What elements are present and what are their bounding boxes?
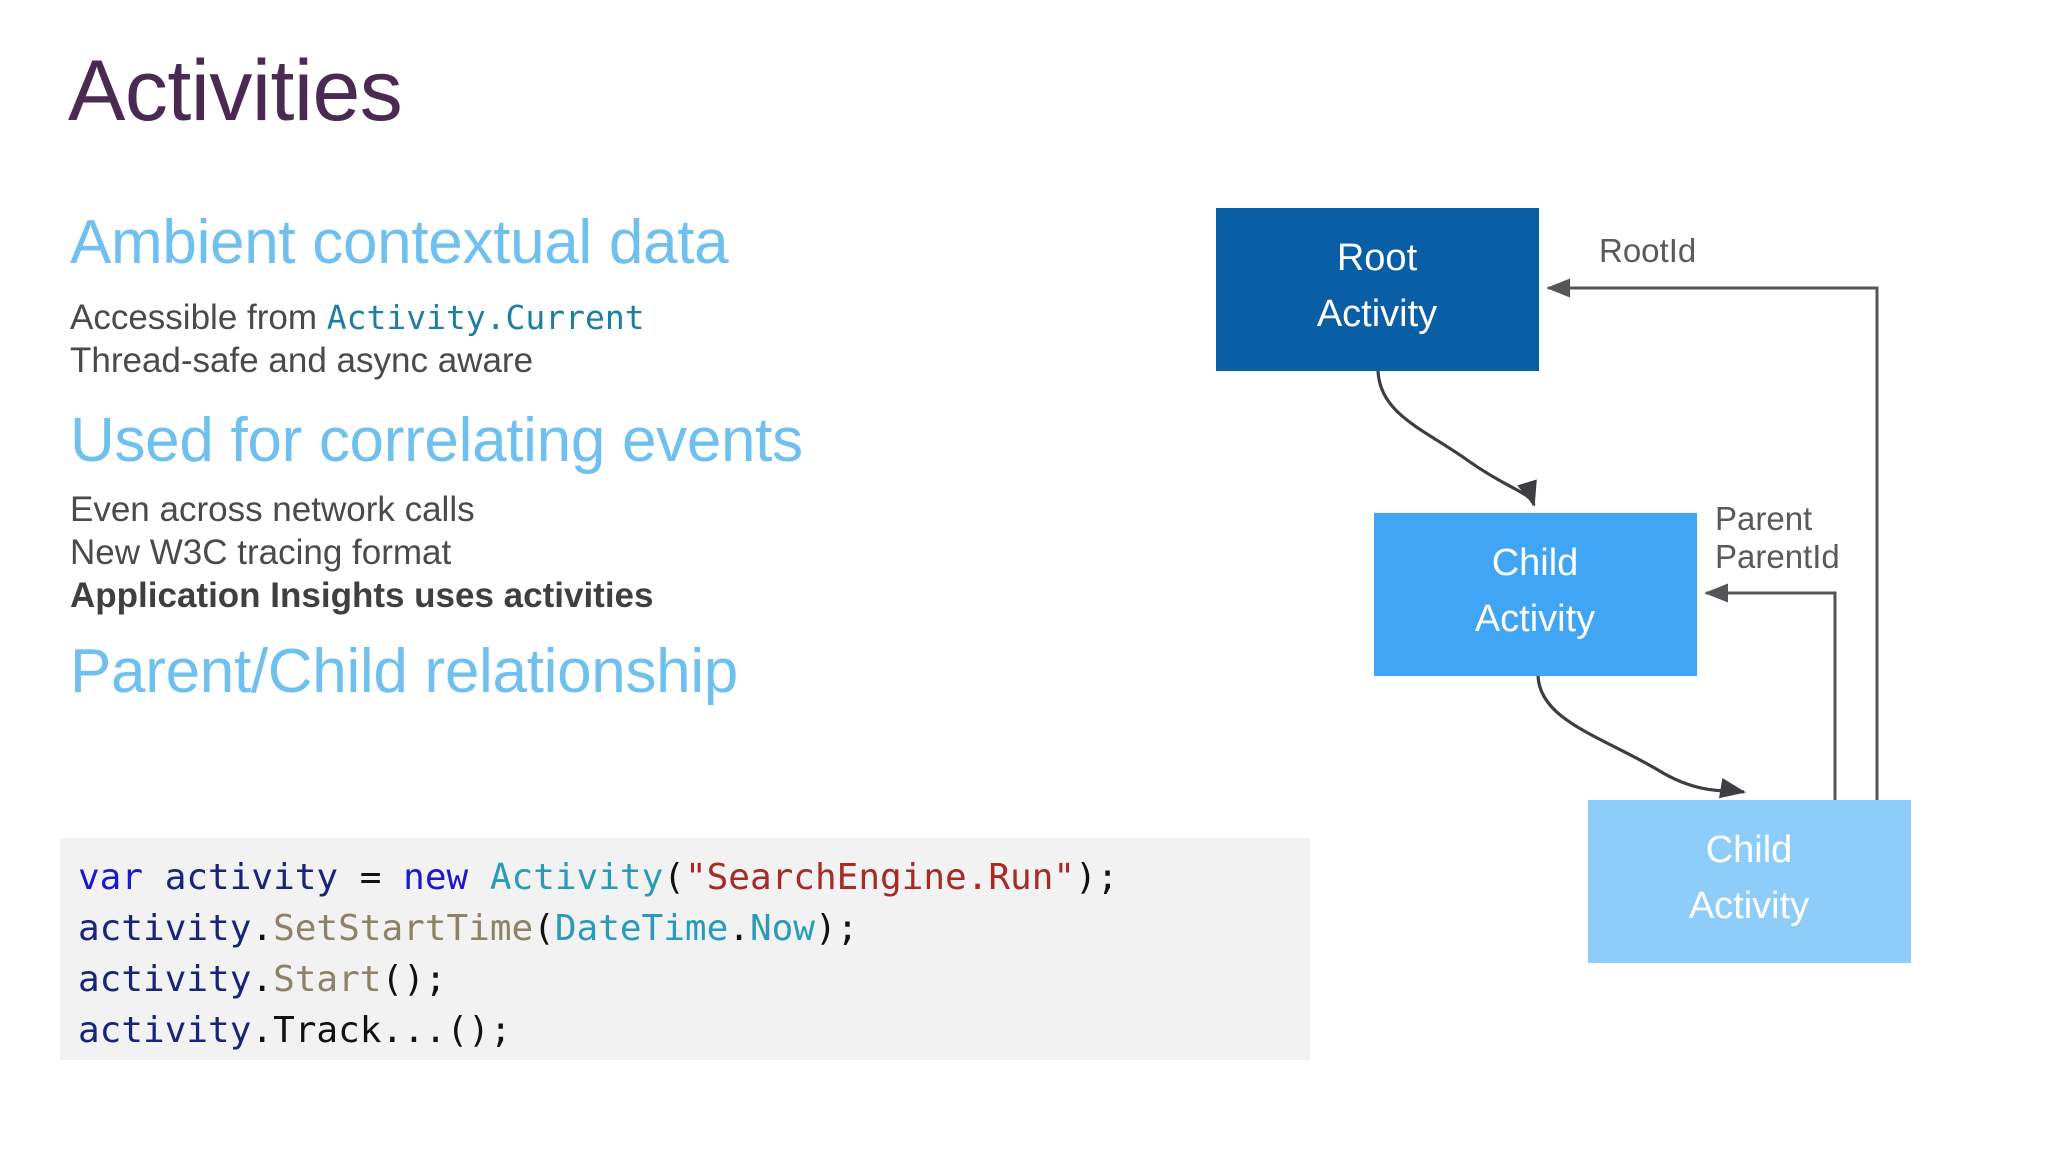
section-heading-used-for-correlating-events: Used for correlating events: [70, 406, 803, 476]
code-token: activity: [78, 1010, 252, 1051]
section-heading-parent-child-relationship: Parent/Child relationship: [70, 637, 738, 707]
edge-child1-to-child2: [1536, 675, 1746, 799]
bullet-thread-safe: Thread-safe and async aware: [70, 340, 534, 380]
node-rect-child2: [1588, 800, 1911, 963]
code-token: =: [359, 857, 404, 898]
node-label-child2-line1: Child: [1706, 829, 1793, 871]
code-token: new: [403, 857, 469, 898]
content-column: Ambient contextual data Accessible from …: [70, 208, 1150, 707]
bullet-text: Accessible from: [70, 297, 327, 337]
code-token: Track...();: [273, 1010, 512, 1051]
code-token: (: [663, 857, 685, 898]
code-token: DateTime: [554, 908, 729, 949]
activity-hierarchy-diagram: Root Activity Child Activity Child Activ…: [1180, 150, 2048, 1050]
edge-child2-to-child1-parentid: [1704, 583, 1837, 800]
code-token: .: [728, 908, 750, 949]
code-block: var activity = new Activity("SearchEngin…: [60, 838, 1310, 1060]
code-token: ();: [381, 959, 447, 1000]
edge-label-rootid: RootId: [1599, 232, 1696, 269]
code-token: activity: [143, 857, 360, 898]
node-label-child1-line2: Activity: [1475, 598, 1595, 640]
node-label-child2-line2: Activity: [1689, 885, 1809, 927]
node-rect-root: [1216, 208, 1539, 371]
code-token: [468, 857, 490, 898]
edge-label-parentid: ParentId: [1715, 538, 1840, 575]
code-token: );: [1075, 857, 1119, 898]
code-token: Start: [273, 959, 382, 1000]
edge-child2-to-root-rootid: [1546, 278, 1879, 800]
diagram-node-child-activity-2: Child Activity: [1588, 800, 1911, 963]
diagram-node-root-activity: Root Activity: [1216, 208, 1539, 371]
bullet-new-w3c-tracing-format: New W3C tracing format: [70, 532, 452, 572]
inline-code-activity-current: Activity.Current: [326, 297, 645, 337]
node-rect-child1: [1374, 513, 1697, 676]
code-token: "SearchEngine.Run": [684, 857, 1076, 898]
code-token: SetStartTime: [273, 908, 534, 949]
code-line: var activity = new Activity("SearchEngin…: [78, 852, 1310, 903]
code-token: );: [814, 908, 859, 949]
code-token: activity: [78, 959, 252, 1000]
code-token: (: [533, 908, 555, 949]
page-title: Activities: [68, 43, 403, 139]
node-label-child1-line1: Child: [1492, 542, 1579, 584]
code-line: activity.Start();: [78, 954, 1310, 1005]
diagram-node-child-activity-1: Child Activity: [1374, 513, 1697, 676]
node-label-root-line2: Activity: [1317, 293, 1437, 335]
code-line: activity.Track...();: [78, 1005, 1310, 1056]
code-token: .: [251, 908, 274, 949]
bullet-application-insights-uses-activities: Application Insights uses activities: [70, 575, 654, 615]
bullet-accessible-from: Accessible from Activity.Current: [70, 297, 1150, 340]
code-token: .: [251, 1010, 274, 1051]
code-token: var: [78, 857, 144, 898]
edge-label-parent: Parent: [1715, 500, 1812, 537]
bullet-even-across-network-calls: Even across network calls: [70, 490, 475, 530]
code-token: Activity: [489, 857, 664, 898]
node-label-root-line1: Root: [1337, 237, 1418, 279]
code-token: .: [251, 959, 274, 1000]
section-heading-ambient-contextual-data: Ambient contextual data: [70, 208, 729, 277]
code-token: activity: [78, 908, 252, 949]
code-token: Now: [749, 908, 815, 949]
code-line: activity.SetStartTime(DateTime.Now);: [78, 903, 1310, 954]
edge-root-to-child1: [1376, 370, 1537, 507]
